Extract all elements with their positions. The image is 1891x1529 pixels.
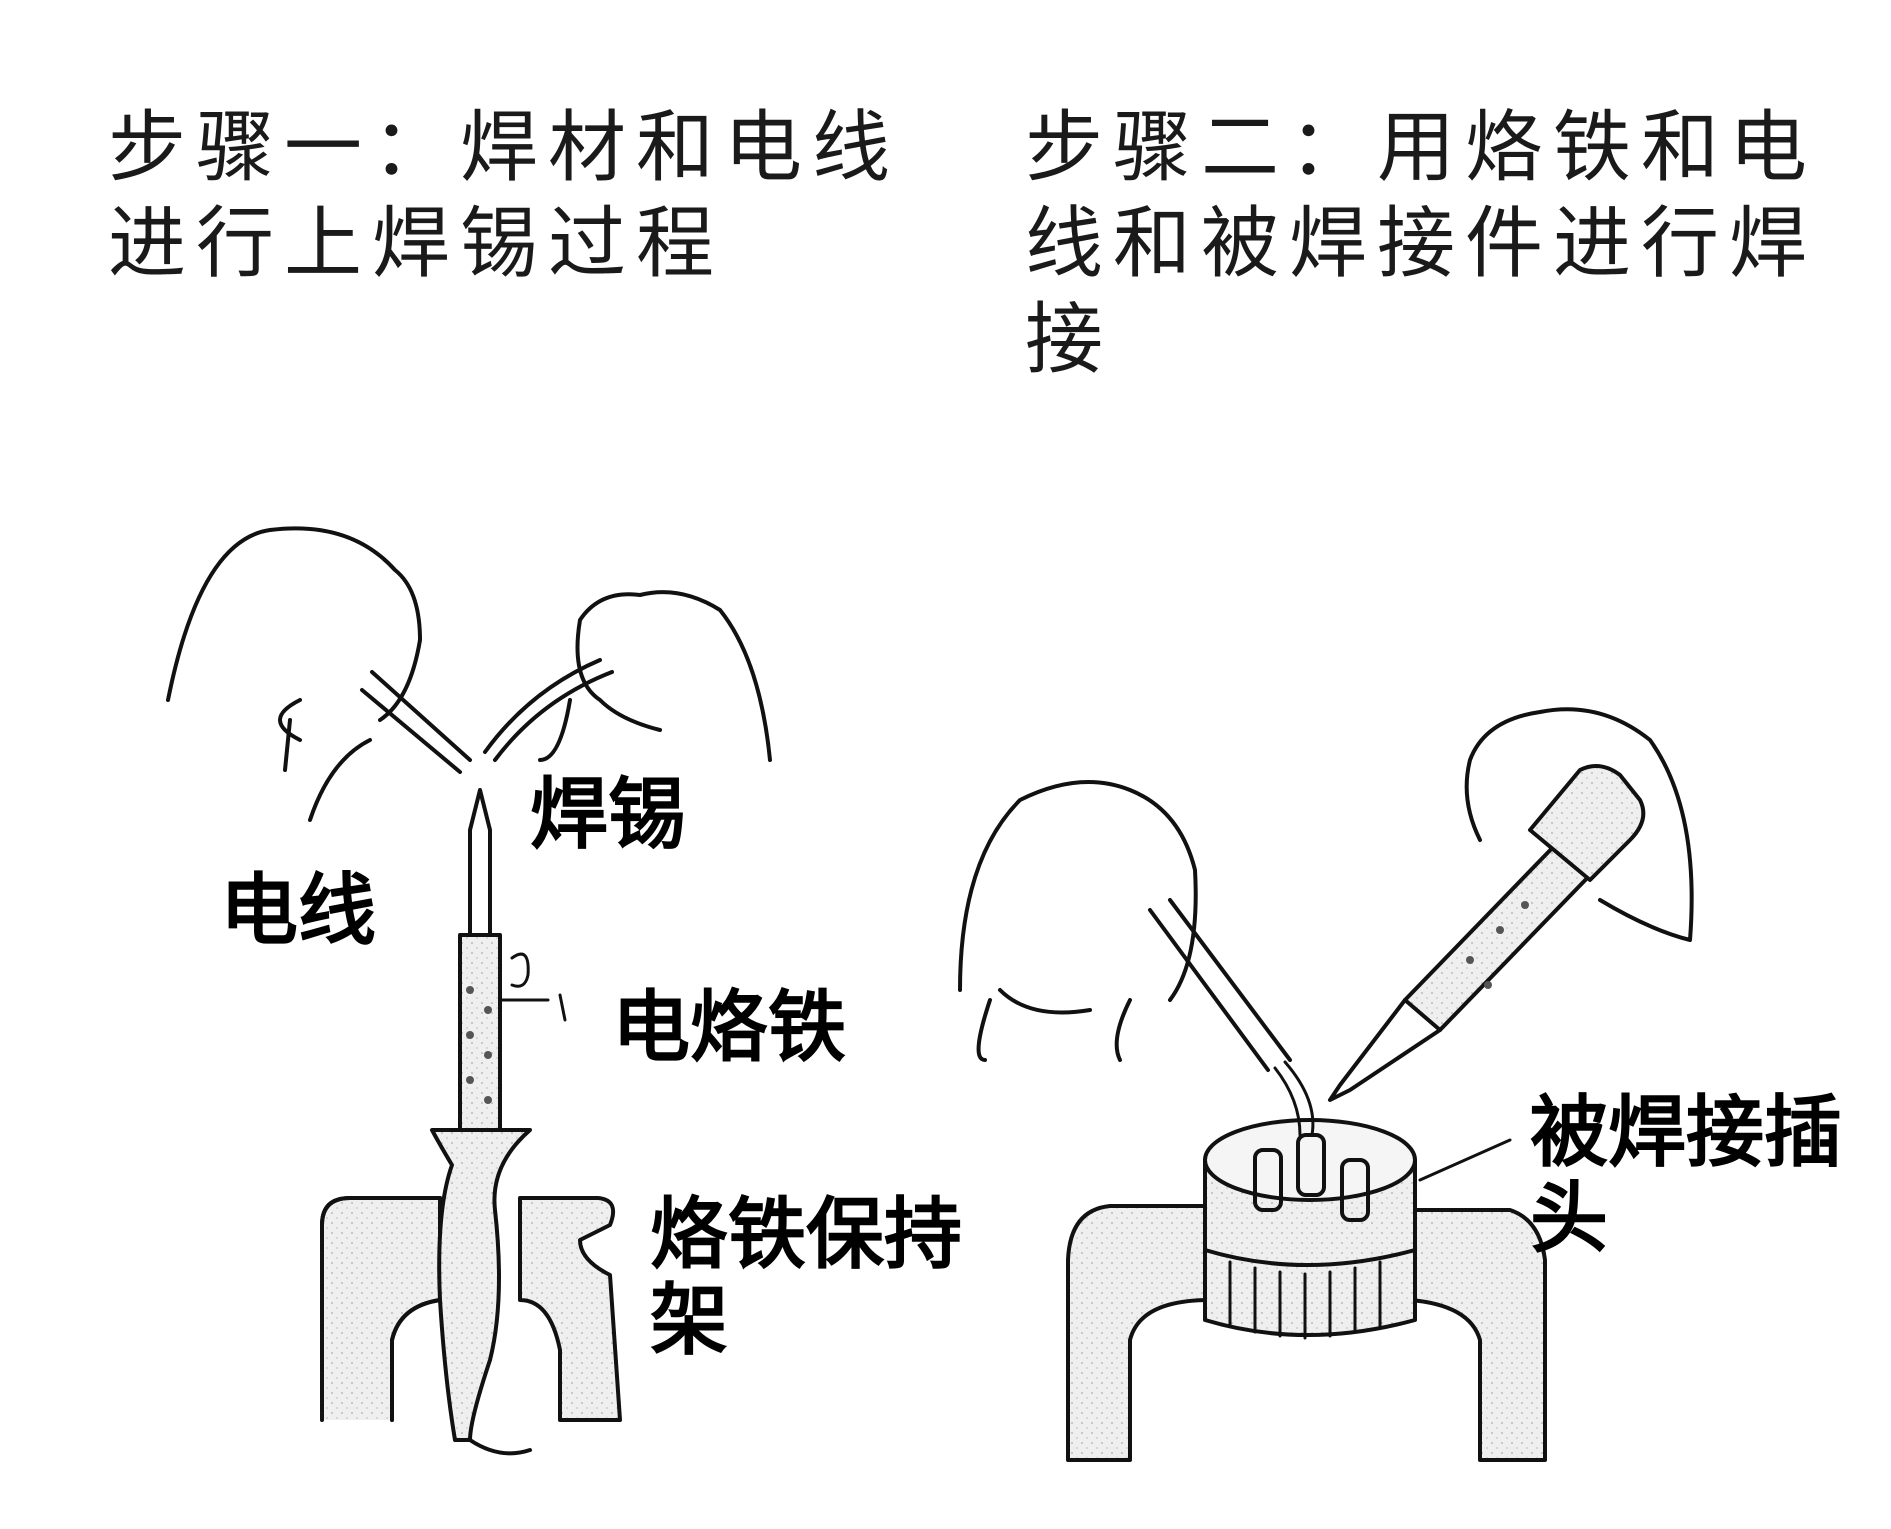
plug-stand-right xyxy=(1408,1208,1547,1462)
plug-stand xyxy=(1066,1204,1212,1462)
iron-barrel xyxy=(458,933,502,1132)
step-one-drawing xyxy=(166,526,772,1456)
plug-leader-line xyxy=(1418,1138,1512,1182)
plug-label: 被焊接插头 xyxy=(1530,1088,1843,1264)
soldering-iron-label: 电烙铁 xyxy=(612,983,847,1073)
wire-label: 电线 xyxy=(220,866,377,956)
left-hand-step-two xyxy=(958,780,1198,1062)
iron-handle xyxy=(430,1128,532,1442)
right-hand-step-two xyxy=(1464,707,1694,942)
wire-step-one xyxy=(483,658,614,762)
right-hand-step-one xyxy=(538,590,772,762)
iron-holder-label: 烙铁保持架 xyxy=(650,1190,963,1366)
wire-step-two xyxy=(1148,898,1292,1072)
plug-top-rim xyxy=(1203,1118,1417,1202)
step-two-drawing xyxy=(958,707,1694,1462)
iron-barrel-step-two xyxy=(1403,838,1597,1032)
iron-handle-step-two xyxy=(1528,764,1646,882)
plug-pin xyxy=(1253,1148,1283,1212)
solder-label: 焊锡 xyxy=(530,770,687,860)
step-two-title: 步骤二：用烙铁和电线和被焊接件进行焊接 xyxy=(1025,103,1818,385)
iron-tip xyxy=(468,788,492,937)
left-hand-step-one xyxy=(166,526,422,822)
plug-pin xyxy=(1340,1158,1370,1222)
step-one-title: 步骤一：焊材和电线进行上焊锡过程 xyxy=(108,103,901,289)
solder-stick xyxy=(360,670,472,774)
plug-body xyxy=(1203,1158,1417,1337)
